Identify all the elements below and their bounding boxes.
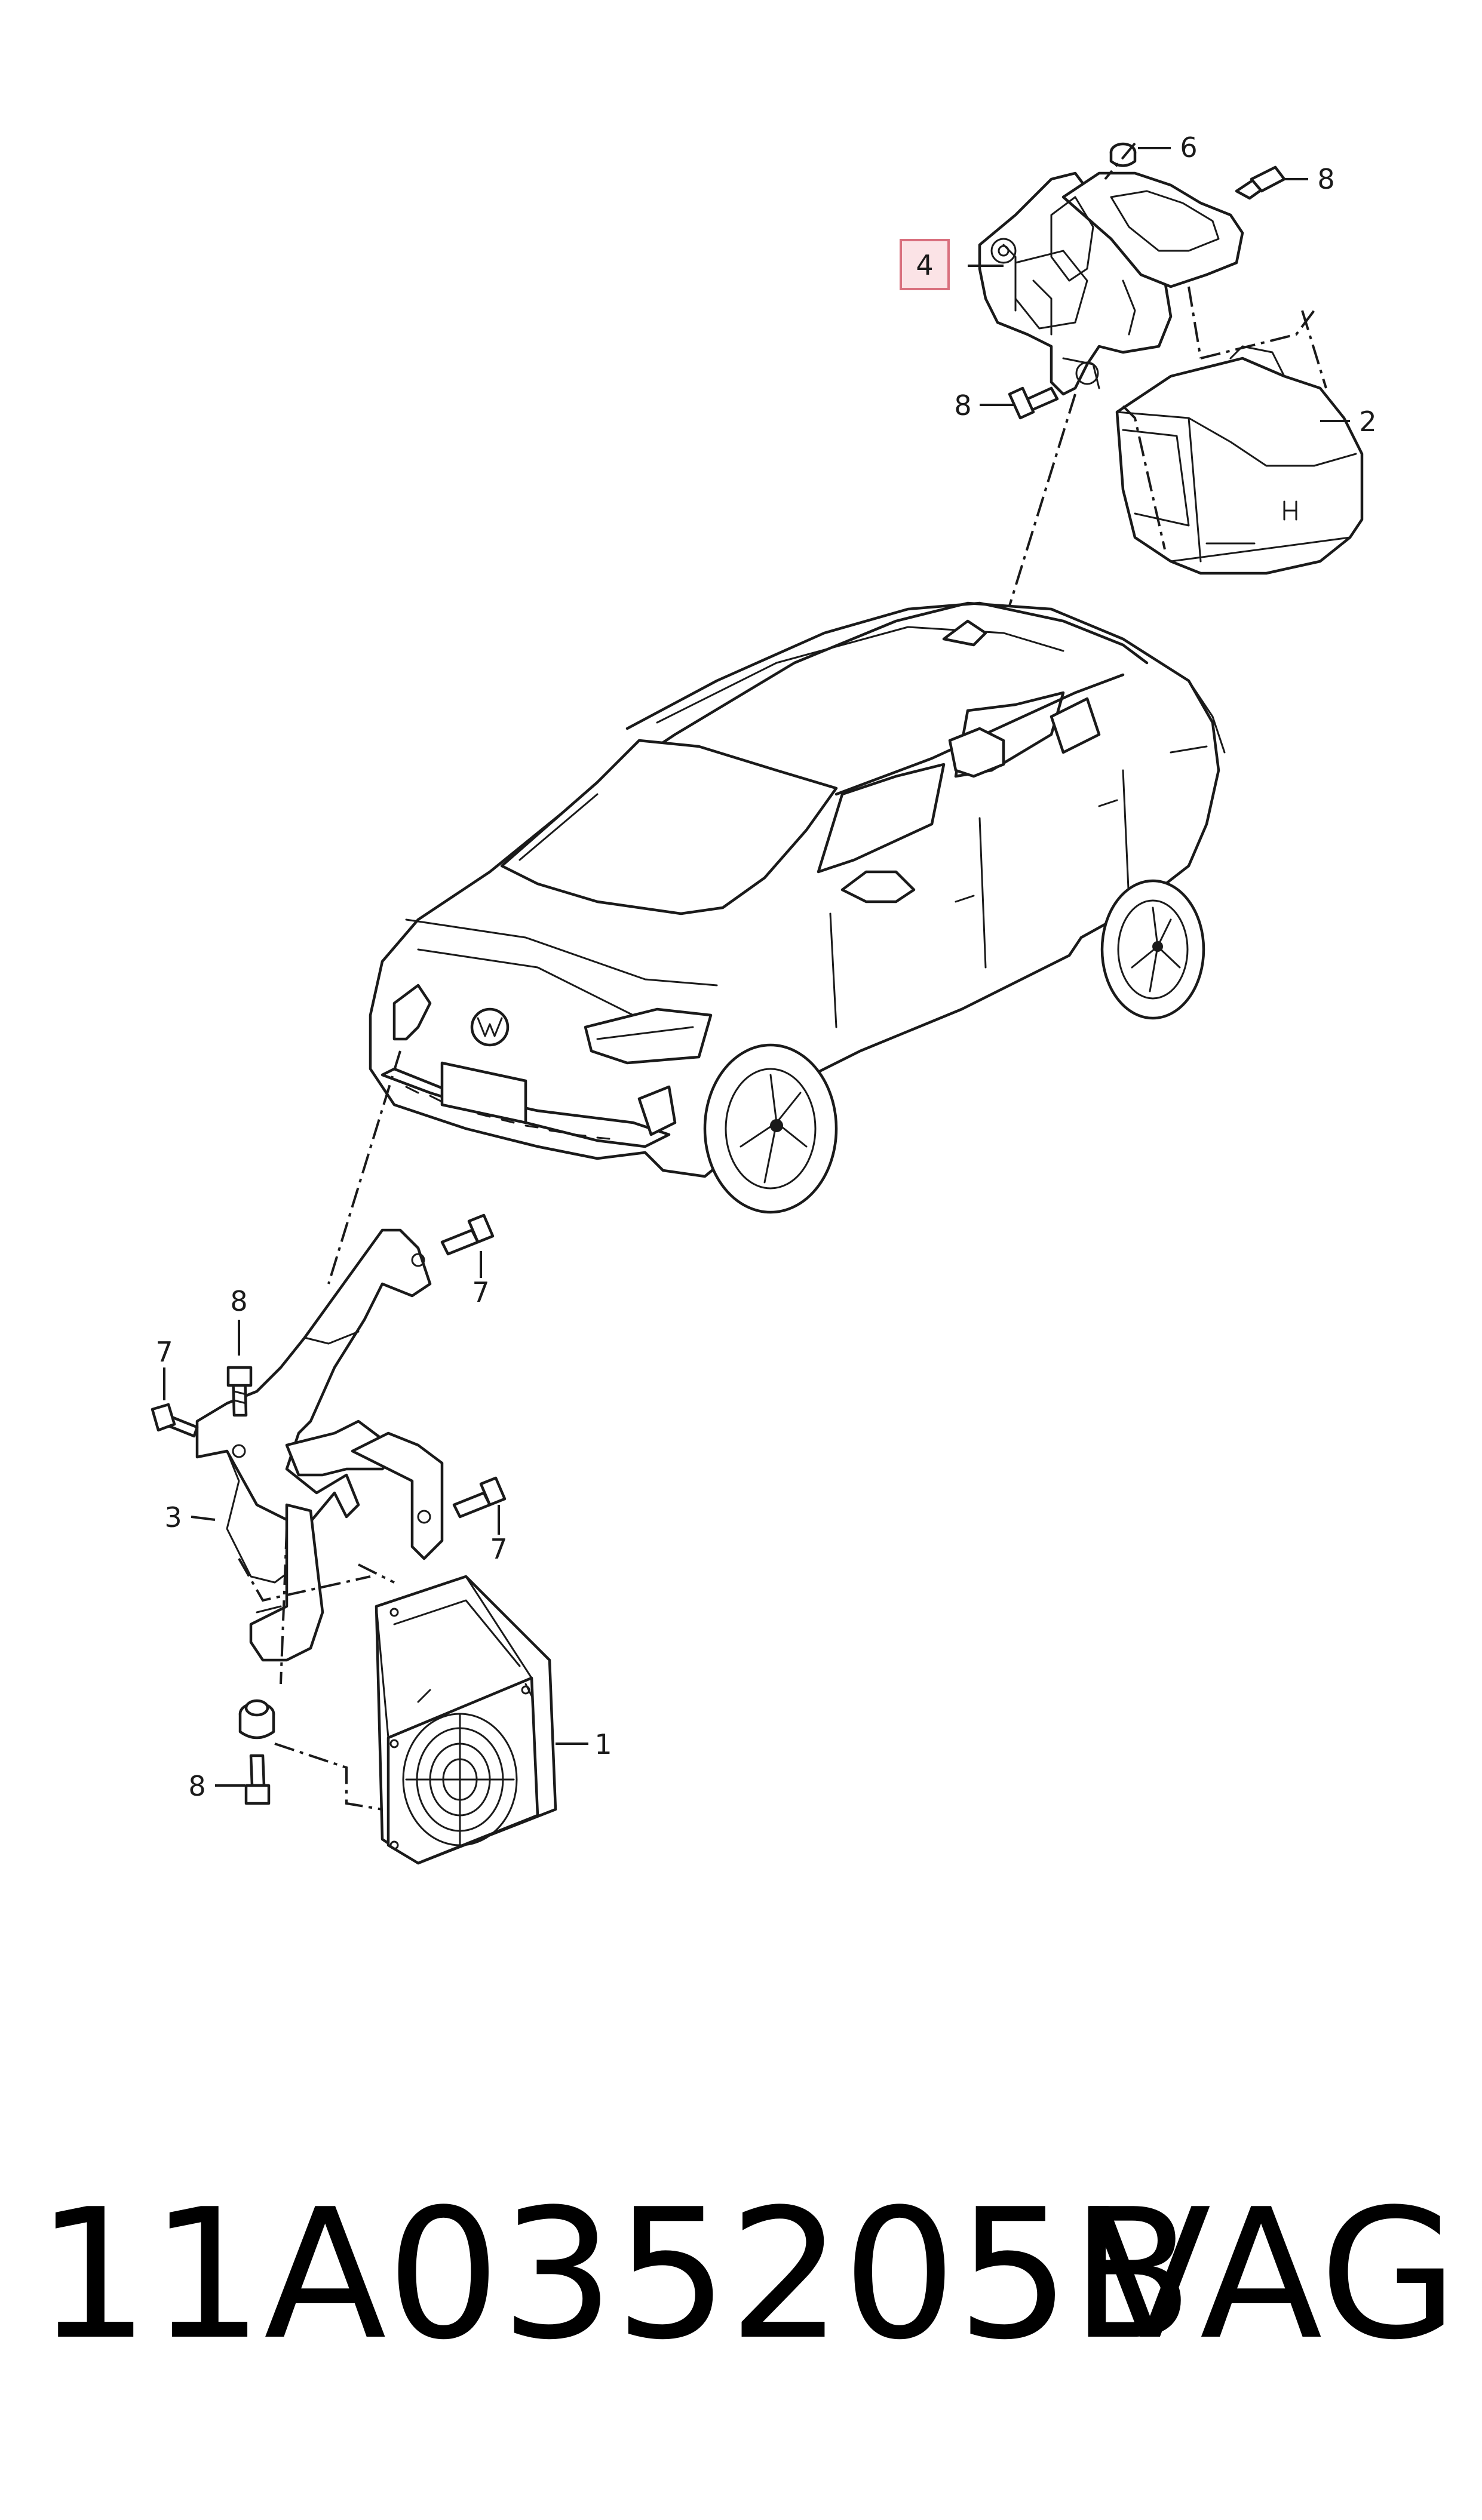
callout-7[interactable]: 7 [472,1276,489,1308]
callout-8[interactable]: 8 [230,1285,247,1317]
assembly-line [327,1050,401,1284]
highlight-box-part-4 [900,239,950,290]
part-number-label: 11A035205B [36,2171,1193,2379]
assembly-line [1200,309,1315,359]
callout-1[interactable]: 1 [594,1728,612,1760]
bolt-part-8-top [1235,165,1286,200]
assembly-line [1122,405,1166,550]
radar-sensor-part-1 [375,1575,557,1865]
callout-8[interactable]: 8 [954,389,971,422]
callout-4[interactable]: 4 [916,249,933,281]
nut-part-6 [1109,142,1137,167]
assembly-line [238,1558,371,1602]
assembly-line [1301,310,1327,389]
bracket-part-3 [195,1228,444,1740]
assembly-line [1188,286,1202,359]
assembly-line [274,1743,383,1811]
callout-7[interactable]: 7 [490,1533,507,1565]
callout-2[interactable]: 2 [1359,405,1376,438]
callout-6[interactable]: 6 [1180,131,1197,164]
callout-8[interactable]: 8 [1317,163,1334,195]
callout-7[interactable]: 7 [155,1336,173,1368]
bolt-part-7-right [452,1476,507,1519]
assembly-line [358,1563,395,1584]
bolt-part-8-upper [226,1366,253,1417]
callout-leader [191,1516,216,1521]
vehicle-illustration [369,601,1226,1214]
bolt-part-8-bracket [1008,386,1059,420]
assembly-line [280,1528,288,1685]
assembly-line [1104,142,1136,180]
callout-3[interactable]: 3 [164,1501,182,1533]
bolt-part-7-upper-right [440,1213,495,1256]
bracket-part-4 [978,171,1244,396]
bolt-part-7-left [151,1403,199,1438]
brand-label: VAG [1088,2171,1458,2379]
control-unit-part-2 [1115,345,1364,575]
callout-8[interactable]: 8 [188,1770,205,1802]
bolt-part-8-lower [244,1754,271,1805]
